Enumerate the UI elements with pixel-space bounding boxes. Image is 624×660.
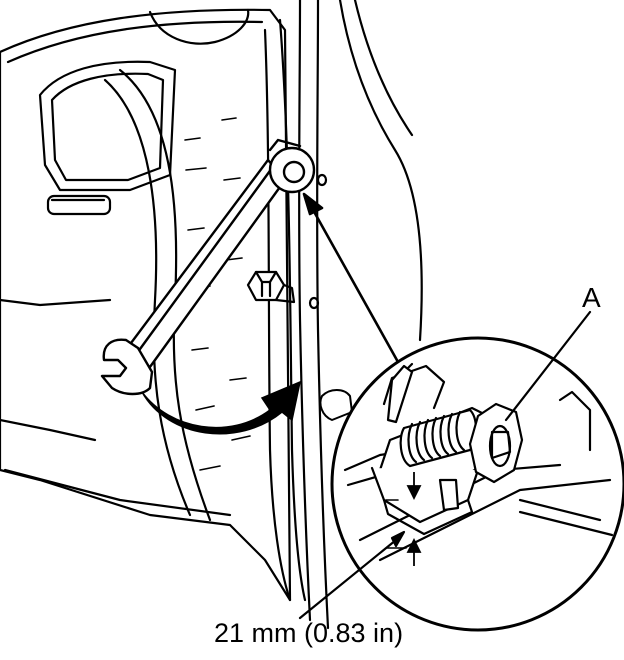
wrench	[100, 138, 316, 396]
dimension-marker	[406, 472, 422, 566]
dimension-leader	[298, 530, 406, 620]
hole-upper	[316, 173, 328, 187]
hinge-bolt	[246, 270, 296, 304]
dimension-label: 21 mm (0.83 in)	[214, 618, 404, 648]
callout-a-leader	[504, 310, 592, 422]
door-frame	[298, 0, 423, 630]
hole-lower	[308, 296, 320, 310]
rotation-arrow	[141, 380, 302, 435]
door-bumper	[319, 389, 353, 421]
detail-magnifier	[330, 336, 624, 632]
leader-arrow	[302, 192, 400, 364]
callout-label-a: A	[582, 282, 601, 313]
striker-assembly	[343, 362, 614, 562]
door-housing	[0, 8, 307, 602]
